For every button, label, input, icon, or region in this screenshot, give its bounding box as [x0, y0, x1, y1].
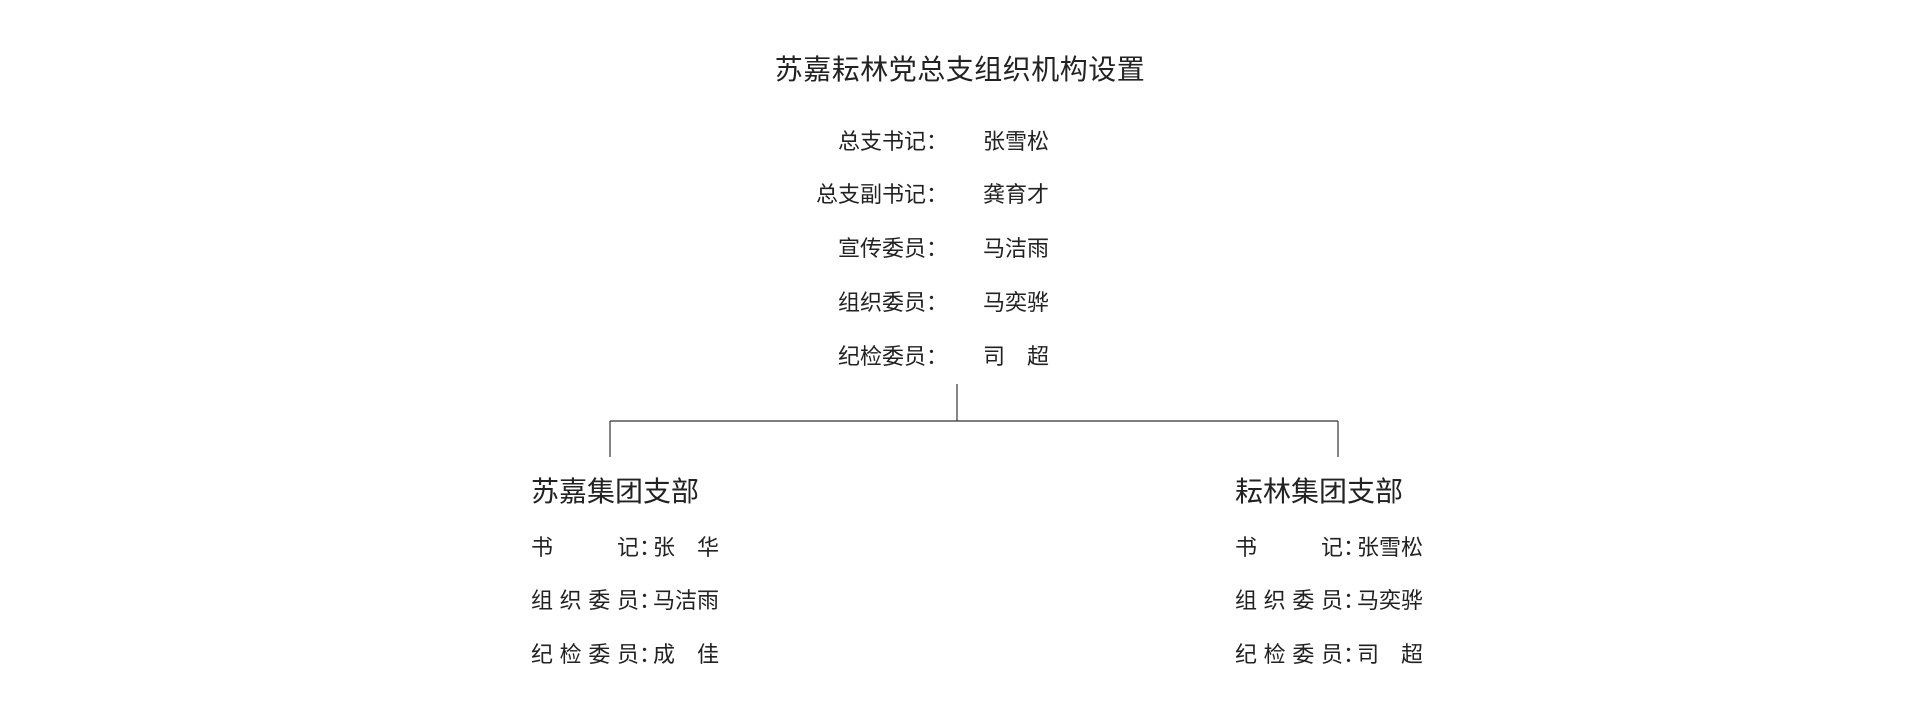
- leader-name: 司 超: [983, 345, 1050, 370]
- member-name: 马洁雨: [653, 589, 720, 614]
- member-colon: ：: [639, 536, 662, 561]
- leader-name: 张雪松: [983, 130, 1050, 155]
- member-role: 组织委员: [1235, 589, 1343, 614]
- member-role: 组织委员: [531, 589, 639, 614]
- member-colon: ：: [1343, 589, 1366, 614]
- branch-member-row: 组织委员 ： 马奕骅: [1235, 587, 1435, 617]
- leader-role: 纪检委员：: [837, 345, 948, 370]
- member-colon: ：: [1343, 643, 1366, 668]
- chart-title: 苏嘉耘林党总支组织机构设置: [774, 53, 1146, 86]
- member-colon: ：: [639, 643, 662, 668]
- member-role: 纪检委员: [1235, 643, 1343, 668]
- leader-role: 总支书记：: [837, 130, 948, 155]
- member-name: 马奕骅: [1357, 589, 1424, 614]
- branch-member-row: 纪检委员 ： 司 超: [1235, 641, 1435, 671]
- member-name: 司 超: [1357, 643, 1424, 668]
- leader-row-organization: 组织委员： 马奕骅: [0, 289, 1920, 319]
- branch-member-row: 组织委员 ： 马洁雨: [531, 587, 731, 617]
- branch-right: 耘林集团支部 书 记 ： 张雪松 组织委员 ： 马奕骅 纪检委员 ： 司 超: [1235, 472, 1423, 668]
- member-role: 书 记: [1235, 536, 1343, 561]
- leader-row-discipline: 纪检委员： 司 超: [0, 343, 1920, 373]
- branch-member-row: 纪检委员 ： 成 佳: [531, 641, 731, 671]
- leader-role: 组织委员：: [837, 291, 948, 316]
- leader-row-secretary: 总支书记： 张雪松: [0, 128, 1920, 158]
- member-name: 成 佳: [653, 643, 720, 668]
- branch-member-row: 书 记 ： 张雪松: [1235, 534, 1435, 564]
- leader-name: 龚育才: [983, 183, 1050, 208]
- leader-name: 马洁雨: [983, 237, 1050, 262]
- member-colon: ：: [1343, 536, 1366, 561]
- branch-left: 苏嘉集团支部 书 记 ： 张 华 组织委员 ： 马洁雨 纪检委员 ： 成 佳: [531, 472, 719, 668]
- leader-row-deputy-secretary: 总支副书记： 龚育才: [0, 181, 1920, 211]
- leader-name: 马奕骅: [983, 291, 1050, 316]
- branch-member-row: 书 记 ： 张 华: [531, 534, 731, 564]
- leader-role: 宣传委员：: [837, 237, 948, 262]
- leader-row-propaganda: 宣传委员： 马洁雨: [0, 235, 1920, 265]
- member-name: 张 华: [653, 536, 720, 561]
- member-colon: ：: [639, 589, 662, 614]
- branch-title: 耘林集团支部: [1235, 475, 1404, 508]
- branch-title: 苏嘉集团支部: [531, 475, 700, 508]
- member-role: 书 记: [531, 536, 639, 561]
- member-role: 纪检委员: [531, 643, 639, 668]
- member-name: 张雪松: [1357, 536, 1424, 561]
- leader-role: 总支副书记：: [815, 183, 948, 208]
